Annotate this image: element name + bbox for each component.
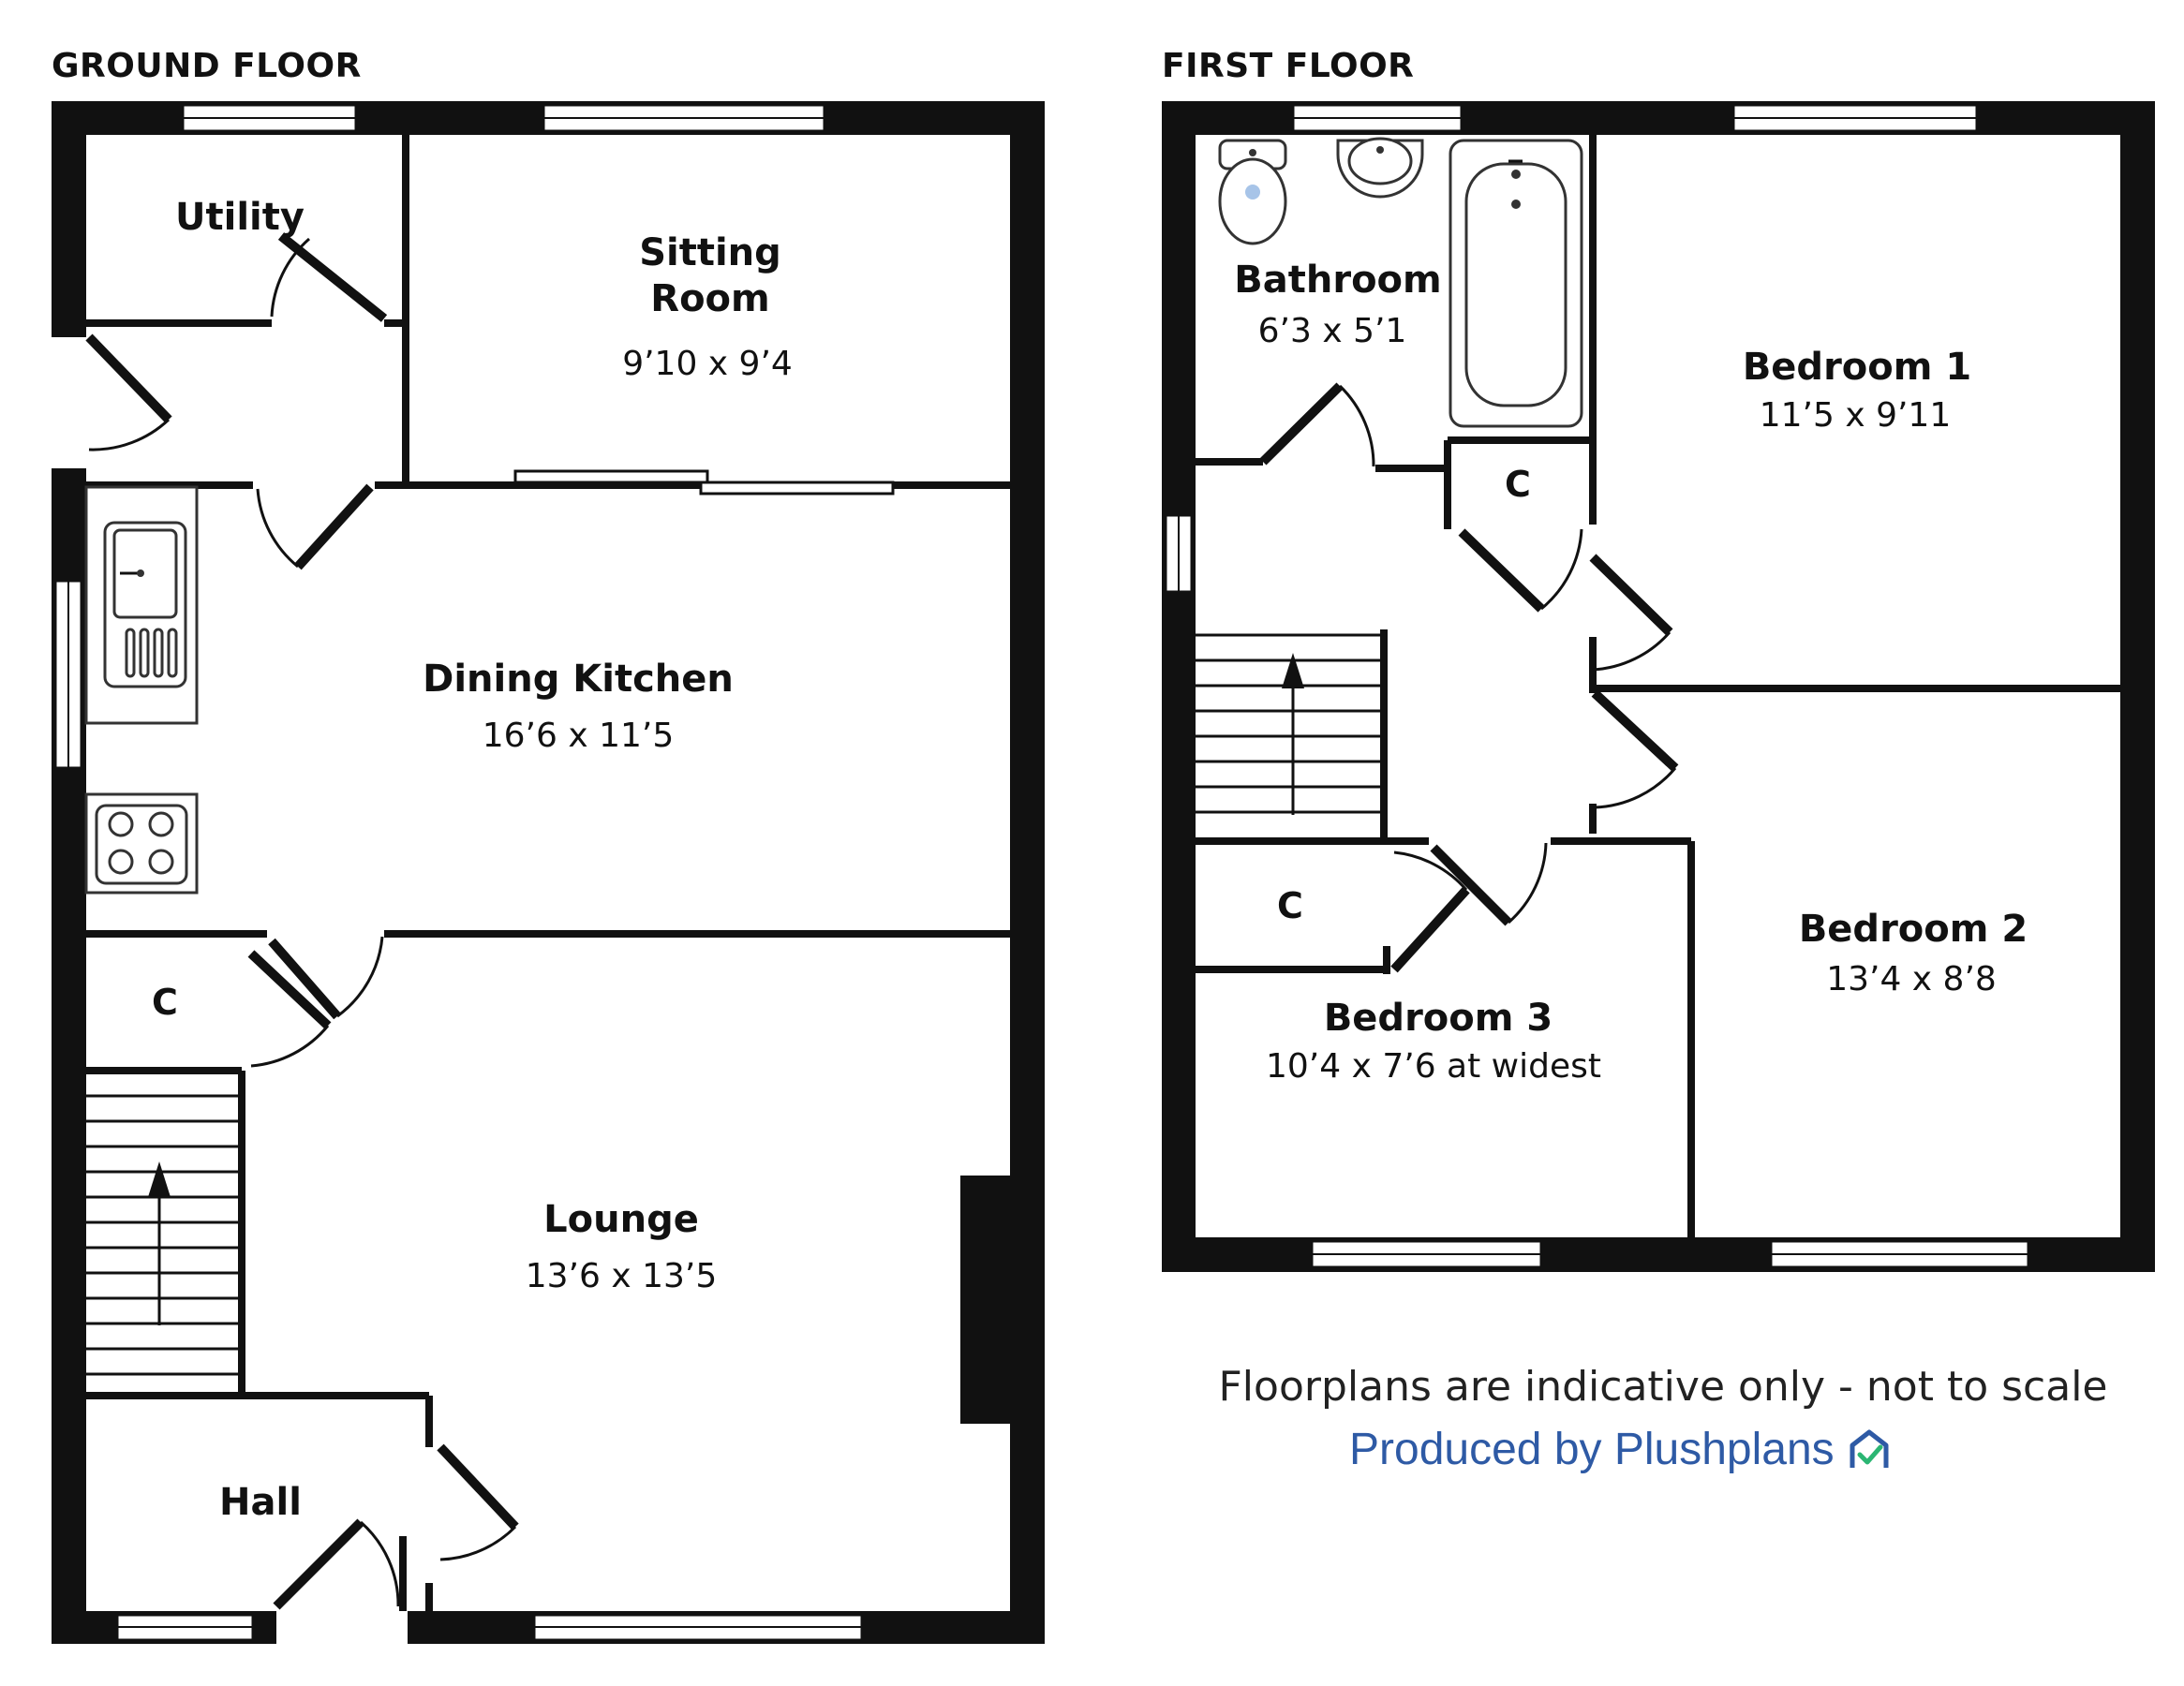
room-name-dining-kitchen: Dining Kitchen xyxy=(423,658,734,701)
room-dims-sitting: 9’10 x 9’4 xyxy=(622,345,793,383)
ground-internal-walls xyxy=(86,135,1010,1611)
stair-up-arrow-icon xyxy=(148,1161,171,1197)
sliding-door[interactable] xyxy=(513,469,895,495)
room-name-sitting-2: Room xyxy=(650,277,769,320)
first-floor-plan: FIRST FLOOR xyxy=(1162,47,2155,1272)
room-name-hall: Hall xyxy=(219,1481,302,1524)
first-windows xyxy=(1164,103,2030,1269)
producer-credit[interactable]: Produced by Plushplans xyxy=(1349,1424,1891,1475)
bath-icon xyxy=(1449,139,1583,428)
door-bedroom1[interactable] xyxy=(1589,554,1673,672)
door-bathroom[interactable] xyxy=(1259,382,1375,467)
room-name-bedroom3: Bedroom 3 xyxy=(1324,997,1553,1040)
stair-up-arrow-icon xyxy=(1282,653,1304,688)
door-closet-bedroom3[interactable] xyxy=(1390,850,1470,973)
first-wall-left xyxy=(1162,101,1196,1272)
producer-label: Produced by Plushplans xyxy=(1349,1425,1835,1474)
door-closet-ground[interactable] xyxy=(247,950,332,1068)
door-front[interactable] xyxy=(273,1518,400,1610)
first-floor-title: FIRST FLOOR xyxy=(1162,47,1414,85)
room-dims-lounge: 13’6 x 13’5 xyxy=(526,1257,718,1295)
door-bedroom2[interactable] xyxy=(1591,689,1679,809)
room-dims-bedroom3: 10’4 x 7’6 at widest xyxy=(1266,1047,1601,1086)
room-dims-bedroom2: 13’4 x 8’8 xyxy=(1826,960,1997,998)
hob-icon xyxy=(84,792,199,895)
chimney-breast xyxy=(960,1176,1012,1424)
door-utility[interactable] xyxy=(270,232,388,322)
plushplans-house-check-icon xyxy=(1850,1429,1889,1468)
room-name-bathroom: Bathroom xyxy=(1234,259,1441,302)
basin-icon xyxy=(1336,137,1424,199)
toilet-icon xyxy=(1218,139,1287,245)
door-external-side[interactable] xyxy=(85,333,172,451)
ground-floor-title: GROUND FLOOR xyxy=(52,47,362,85)
room-name-sitting-1: Sitting xyxy=(639,231,781,274)
ground-wall-right xyxy=(1010,101,1045,1644)
room-name-closet-bedroom3: C xyxy=(1277,885,1303,926)
disclaimer-text: Floorplans are indicative only - not to … xyxy=(1218,1363,2108,1411)
room-name-lounge: Lounge xyxy=(543,1198,699,1241)
room-name-utility: Utility xyxy=(175,196,305,239)
ground-floor-plan: GROUND FLOOR xyxy=(52,47,1045,1644)
room-dims-dining-kitchen: 16’6 x 11’5 xyxy=(483,717,675,755)
ground-wall-left-upper xyxy=(52,101,86,337)
door-dining-kitchen[interactable] xyxy=(256,483,374,570)
door-lounge-top[interactable] xyxy=(268,936,384,1020)
door-closet-landing[interactable] xyxy=(1458,528,1583,613)
room-dims-bedroom1: 11’5 x 9’11 xyxy=(1760,396,1952,435)
room-name-closet-landing: C xyxy=(1505,464,1531,505)
first-staircase xyxy=(1196,633,1384,815)
room-name-bedroom1: Bedroom 1 xyxy=(1743,346,1971,389)
kitchen-sink-icon xyxy=(84,485,199,725)
door-lounge-hall[interactable] xyxy=(437,1443,519,1561)
room-dims-bathroom: 6’3 x 5’1 xyxy=(1258,312,1407,350)
ground-windows xyxy=(53,103,864,1642)
first-wall-right xyxy=(2120,101,2155,1272)
door-bedroom3[interactable] xyxy=(1430,842,1548,926)
room-name-closet-ground: C xyxy=(152,982,178,1023)
ground-staircase xyxy=(86,1094,242,1376)
room-name-bedroom2: Bedroom 2 xyxy=(1799,908,2028,951)
